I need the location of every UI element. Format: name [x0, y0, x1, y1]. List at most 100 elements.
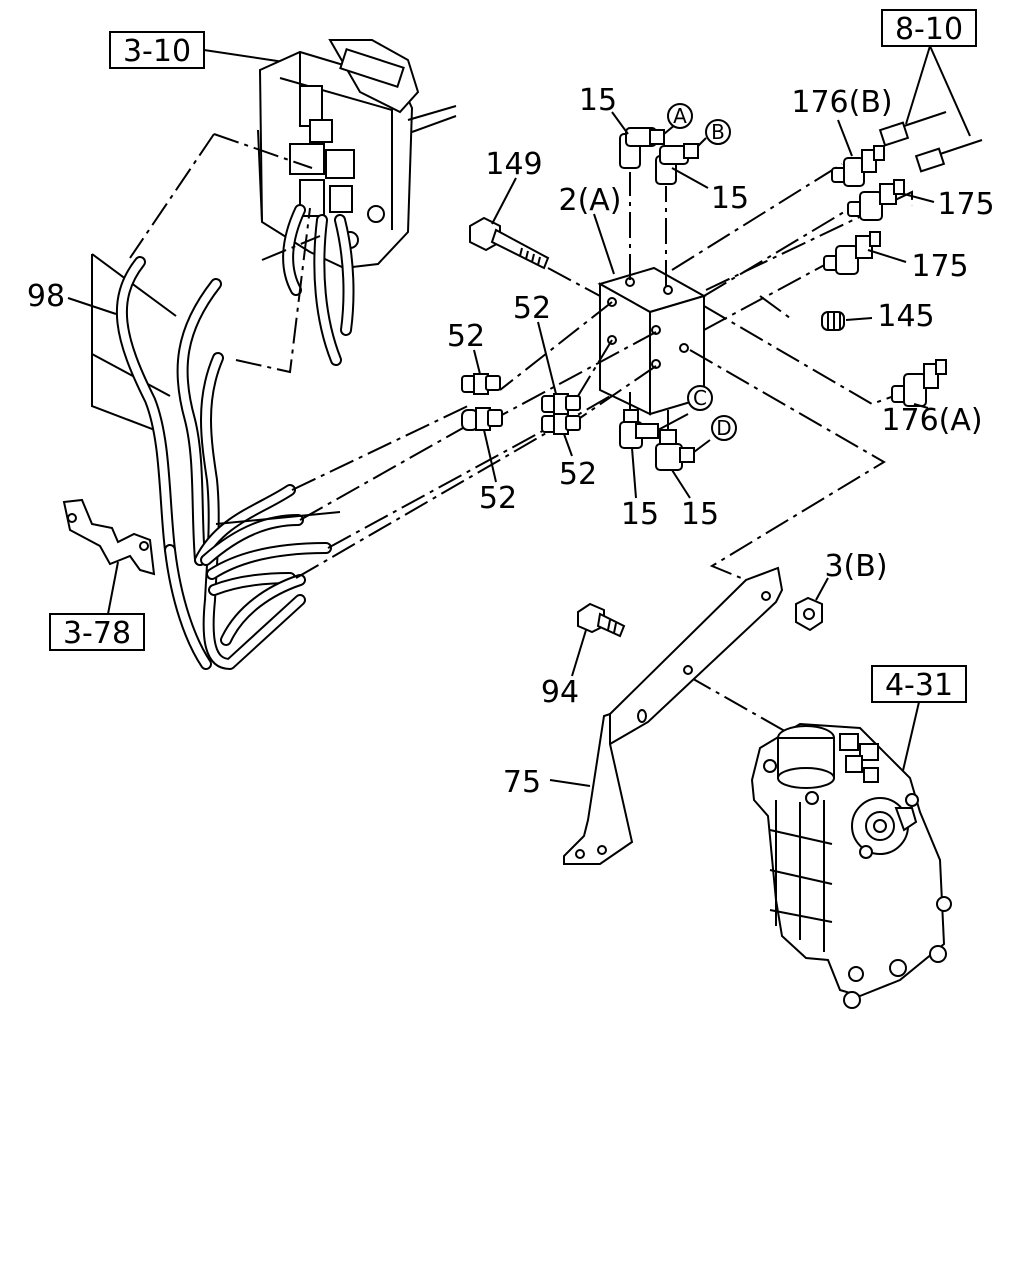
dash-149	[547, 267, 601, 297]
dash-pipe-2	[299, 423, 471, 521]
leader-176b	[837, 119, 853, 157]
dash-52-d	[579, 365, 657, 419]
leader-3-10	[203, 49, 285, 63]
ref-box-4-31: 4-31	[871, 665, 967, 703]
elbow-15-top	[619, 123, 677, 169]
leader-15-d	[671, 469, 691, 499]
dash-175-b	[703, 261, 831, 331]
elbow-15-c	[619, 409, 689, 449]
dash-52-b	[577, 339, 613, 397]
gearbox-4-31	[750, 722, 952, 1009]
bolt-94	[577, 602, 626, 638]
callout-15-d: 15	[681, 497, 719, 532]
dashed-link-4	[261, 235, 321, 261]
nipple-52-b	[541, 393, 581, 415]
nut-3b	[795, 596, 823, 632]
svg-text:A: A	[673, 104, 687, 128]
switch-175-b	[823, 231, 881, 275]
dashed-link-1	[213, 133, 313, 169]
callout-15-top: 15	[579, 83, 617, 118]
dash-175-a	[703, 205, 855, 297]
leader-15-c	[631, 447, 637, 499]
dashed-link-3	[235, 207, 311, 374]
leader-94	[571, 629, 587, 677]
leader-52-d	[563, 433, 573, 457]
bolt-149	[469, 216, 550, 270]
leader-2a	[593, 213, 615, 275]
callout-3b: 3(B)	[824, 549, 887, 584]
connector-8-10-b	[914, 139, 983, 173]
ref-box-3-78: 3-78	[49, 613, 145, 651]
callout-52-a: 52	[447, 319, 485, 354]
leader-175-a	[903, 193, 935, 203]
leader-176a	[913, 403, 929, 409]
clamp-3-78	[62, 498, 156, 576]
dash-pipe-1	[291, 403, 473, 491]
leader-175-b	[867, 249, 907, 263]
pipe-bundle-98	[91, 253, 341, 670]
callout-175-b: 175	[911, 249, 968, 284]
leader-75	[549, 779, 591, 787]
callout-94: 94	[541, 675, 579, 710]
leader-3b	[815, 577, 829, 601]
callout-15-c: 15	[621, 497, 659, 532]
callout-176b: 176(B)	[791, 85, 892, 120]
plug-145	[821, 311, 845, 331]
nipple-52-a	[461, 373, 501, 395]
nipple-52-c	[461, 407, 503, 431]
dash-145	[759, 295, 791, 319]
callout-175-a: 175	[937, 187, 994, 222]
marker-d: D	[711, 415, 737, 441]
leader-15-b	[671, 167, 709, 189]
callout-145: 145	[877, 299, 934, 334]
leader-15-top	[611, 111, 629, 135]
manifold-block-2a	[597, 266, 707, 416]
callout-52-c: 52	[479, 481, 517, 516]
ref-box-8-10: 8-10	[881, 9, 977, 47]
marker-a: A	[667, 103, 693, 129]
dash-bracket-to-box	[687, 675, 791, 735]
dash-bracket	[689, 349, 886, 581]
ref-8-10-text: 8-10	[895, 12, 963, 47]
marker-b: B	[705, 119, 731, 145]
callout-15-b: 15	[711, 181, 749, 216]
leader-52-a	[473, 349, 481, 375]
switch-175-a	[847, 179, 905, 221]
callout-75: 75	[503, 765, 541, 800]
callout-98: 98	[27, 279, 65, 314]
callout-52-b: 52	[513, 291, 551, 326]
dashed-link-2	[129, 133, 215, 259]
callout-149: 149	[485, 147, 542, 182]
svg-text:D: D	[716, 416, 731, 440]
ref-4-31-text: 4-31	[885, 668, 953, 703]
dash-176b	[671, 163, 843, 271]
dash-175-frame	[705, 190, 913, 291]
leader-52-c	[483, 429, 497, 483]
leader-8-10-b	[929, 45, 971, 137]
dash-pipe-4	[295, 365, 663, 579]
switch-176a	[891, 359, 947, 407]
bracket-75	[563, 566, 784, 865]
callout-2a: 2(A)	[558, 183, 621, 218]
ref-box-3-10: 3-10	[109, 31, 205, 69]
leader-98	[67, 297, 117, 315]
elbow-15-d	[655, 429, 711, 471]
ref-3-78-text: 3-78	[63, 616, 131, 651]
dash-176a	[703, 305, 895, 406]
ref-3-10-text: 3-10	[123, 34, 191, 69]
dash-52-a	[499, 301, 613, 391]
nipple-52-d	[541, 413, 581, 435]
dash-52-c	[499, 331, 657, 417]
svg-text:C: C	[693, 386, 707, 410]
marker-c: C	[687, 385, 713, 411]
leader-145	[845, 317, 873, 321]
leader-149	[491, 177, 517, 225]
connector-8-10-a	[878, 111, 947, 147]
leader-3-78	[107, 561, 119, 615]
callout-176a: 176(A)	[881, 403, 982, 438]
switch-176b	[831, 145, 885, 187]
leader-52-b	[537, 321, 557, 395]
valve-assembly-3-10	[257, 39, 457, 366]
leader-8-10-a	[905, 45, 931, 125]
